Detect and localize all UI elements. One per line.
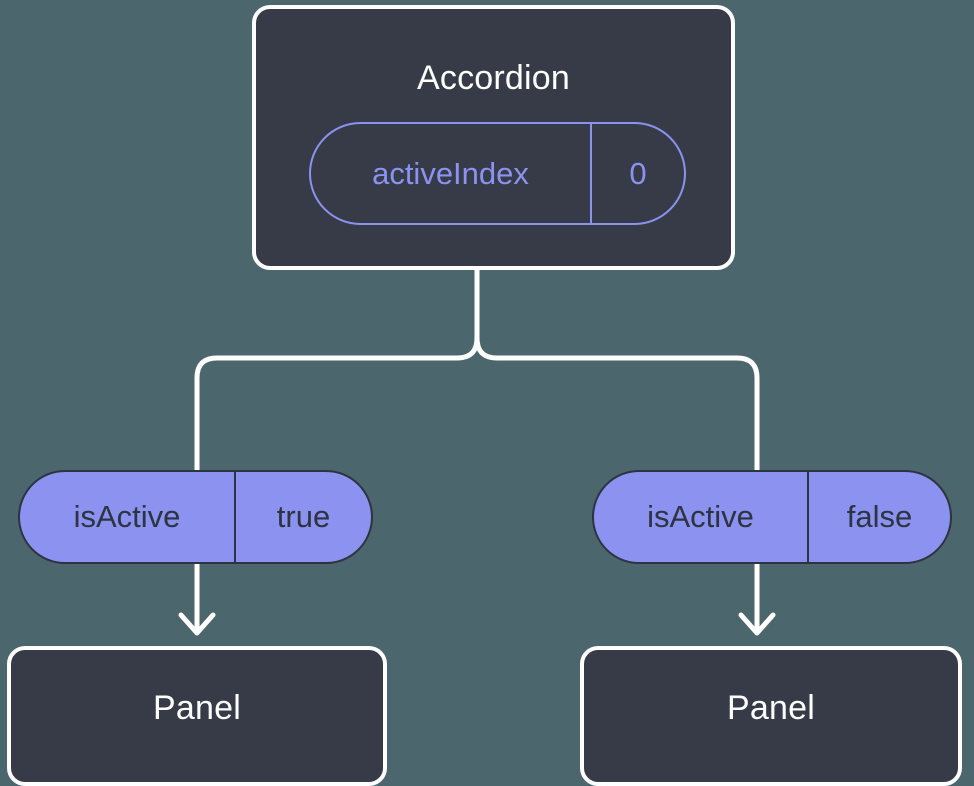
- prop-pill-is-active-false[interactable]: isActive false: [592, 470, 952, 564]
- prop-pill-is-active-false-key: isActive: [647, 499, 754, 534]
- diagram-canvas: Accordion activeIndex 0 isActive true is…: [7, 5, 962, 786]
- connector-right-branch: [474, 267, 760, 473]
- node-panel-left[interactable]: Panel: [7, 646, 387, 786]
- prop-pill-is-active-true[interactable]: isActive true: [18, 470, 373, 564]
- arrow-left-head: [178, 612, 216, 636]
- node-accordion-title: Accordion: [417, 59, 570, 97]
- state-pill-active-index-value: 0: [590, 124, 684, 223]
- node-accordion[interactable]: Accordion activeIndex 0: [252, 5, 735, 270]
- state-pill-active-index-key: activeIndex: [372, 155, 529, 191]
- prop-pill-is-active-true-value: true: [234, 472, 371, 562]
- connector-left-branch: [194, 267, 480, 473]
- prop-pill-is-active-false-value: false: [807, 472, 950, 562]
- state-pill-active-index[interactable]: activeIndex 0: [309, 122, 686, 225]
- node-panel-left-title: Panel: [153, 689, 241, 727]
- node-panel-right-title: Panel: [727, 689, 815, 727]
- node-panel-right[interactable]: Panel: [580, 646, 962, 786]
- arrow-right-head: [738, 612, 776, 636]
- prop-pill-is-active-true-key: isActive: [73, 499, 181, 534]
